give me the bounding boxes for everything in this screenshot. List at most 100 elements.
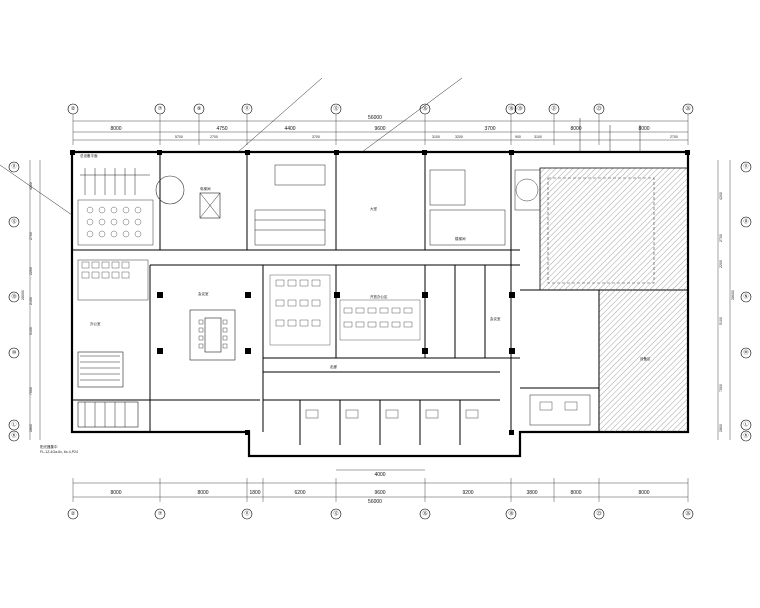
axis-label: ② <box>71 106 76 112</box>
lower-left-block <box>77 351 139 428</box>
room-label: 开放办公区 <box>370 294 388 299</box>
dim-label: 3700 <box>312 135 320 139</box>
axis-label: ㉑ <box>551 105 556 112</box>
dim-label: 2200 <box>29 267 33 275</box>
top-total-dim: 56000 <box>368 115 382 121</box>
dim-label: 2700 <box>210 135 218 139</box>
axis-label: ⑫ <box>11 218 16 225</box>
dim-label: 4750 <box>216 126 227 132</box>
dim-label: 2700 <box>719 234 723 242</box>
axis-label: Ⓛ <box>743 421 748 428</box>
axis-label: ⑦ <box>158 511 163 517</box>
room-label: 会议室 <box>490 316 501 321</box>
dim-label: 2200 <box>719 260 723 268</box>
room-label: 楼梯间 <box>455 236 466 241</box>
axis-label: Ⓜ <box>743 349 748 356</box>
bottom-left-note-2: FL-1Z-4Ga-6x, 6x-4,P24 <box>40 450 78 454</box>
hatched-equipment-zone: 设备区 <box>539 167 689 433</box>
dim-label: 4000 <box>374 472 385 478</box>
axis-label: ㉓ <box>596 105 601 112</box>
axis-label: ⑨ <box>197 106 202 112</box>
axis-label: ⑯ <box>422 510 427 517</box>
dim-label: 9600 <box>374 126 385 132</box>
dim-label: 7000 <box>29 387 33 395</box>
axis-label: ⑱ <box>508 105 513 112</box>
dim-label: 8000 <box>638 490 649 496</box>
dim-label: 2100 <box>29 297 33 305</box>
dim-label: 2800 <box>29 424 33 432</box>
left-axis-markers: ⑪ ⑫ ⑲ ⑩ Ⓛ Ⓚ 4200 2700 2200 2100 5100 700… <box>8 160 41 442</box>
dim-label: 8000 <box>110 490 121 496</box>
axis-label: ㉖ <box>685 105 690 112</box>
bottom-left-note: 阳光器集中 <box>40 444 58 449</box>
upper-left-note: 总设备平面 <box>80 153 98 158</box>
axis-label: ⑲ <box>11 293 16 300</box>
axis-label: ② <box>71 511 76 517</box>
bottom-total-dim: 56000 <box>368 499 382 505</box>
dim-label: 8000 <box>570 490 581 496</box>
dim-label: 4200 <box>719 192 723 200</box>
dim-label: 3100 <box>534 135 542 139</box>
room-label: 走廊 <box>330 364 338 369</box>
axis-label: ⑪ <box>11 163 16 170</box>
axis-label: ⑫ <box>333 510 338 517</box>
conference-room: 会议室 办公室 <box>90 291 236 361</box>
dim-label: 1800 <box>249 490 260 496</box>
core-rooms: 电梯间 楼梯间 大堂 <box>199 164 541 246</box>
dim-label: 3700 <box>484 126 495 132</box>
top-axis-markers: ② ⑦ ⑨ ⑪ ⑫ ⑯ ⑱ ⑲ ㉑ ㉓ ㉖ <box>67 103 694 115</box>
dim-label: 28000 <box>21 290 25 300</box>
workstations-left <box>77 168 185 301</box>
dim-label: 8000 <box>638 126 649 132</box>
dim-label: 2700 <box>29 232 33 240</box>
axis-label: ㉓ <box>596 510 601 517</box>
bottom-axis-markers: ② ⑦ ⑪ ⑫ ⑯ ⑱ ㉓ ㉖ <box>67 508 694 520</box>
axis-label: Ⓚ <box>11 432 16 439</box>
axis-label: ⑩ <box>12 350 17 356</box>
room-label: 会议室 <box>198 291 209 296</box>
axis-label: Ⓚ <box>743 432 748 439</box>
axis-label: Ⓡ <box>743 218 748 225</box>
dim-label: 900 <box>515 135 521 139</box>
axis-label: Ⓝ <box>743 293 748 300</box>
axis-label: ⑦ <box>158 106 163 112</box>
dim-label: 4200 <box>29 182 33 190</box>
axis-label: Ⓛ <box>11 421 16 428</box>
dim-label: 3800 <box>526 490 537 496</box>
top-dimensions: 56000 8000 4750 4400 9600 3700 8000 8000… <box>72 114 689 145</box>
dim-label: 8000 <box>570 126 581 132</box>
axis-label: ⑪ <box>743 163 748 170</box>
hatched-label: 设备区 <box>640 356 651 361</box>
drawing-notes: 总设备平面 阳光器集中 FL-1Z-4Ga-6x, 6x-4,P24 <box>40 153 98 454</box>
dim-label: 2800 <box>719 424 723 432</box>
dim-label: 5100 <box>29 327 33 335</box>
dim-label: 7000 <box>719 384 723 392</box>
dim-label: 3200 <box>455 135 463 139</box>
axis-label: ㉖ <box>685 510 690 517</box>
axis-label: ⑪ <box>244 105 249 112</box>
axis-label: ⑯ <box>422 105 427 112</box>
structural-columns <box>70 150 690 435</box>
dim-label: 9600 <box>374 490 385 496</box>
bottom-dimensions: 4000 8000 8000 1800 6200 9600 9200 3800 … <box>72 469 689 505</box>
dim-label: 9200 <box>462 490 473 496</box>
open-office: 开放办公区 会议室 走廊 <box>269 274 501 369</box>
leader-lines <box>0 77 641 216</box>
axis-label: ⑫ <box>333 105 338 112</box>
right-axis-markers: ⑪ Ⓡ Ⓝ Ⓜ Ⓛ Ⓚ 4200 2700 2200 5100 7000 280… <box>717 160 752 442</box>
dim-label: 8000 <box>197 490 208 496</box>
dim-label: 4400 <box>284 126 295 132</box>
dim-label: 5700 <box>175 135 183 139</box>
axis-label: ⑲ <box>517 105 522 112</box>
dim-label: 28000 <box>731 290 735 300</box>
dim-label: 8000 <box>110 126 121 132</box>
room-label: 电梯间 <box>200 186 211 191</box>
room-label: 办公室 <box>90 321 101 326</box>
dim-label: 2700 <box>670 135 678 139</box>
lower-offices <box>299 394 591 445</box>
axis-label: ⑪ <box>244 510 249 517</box>
dim-label: 6200 <box>294 490 305 496</box>
axis-label: ⑱ <box>508 510 513 517</box>
dim-label: 3100 <box>432 135 440 139</box>
